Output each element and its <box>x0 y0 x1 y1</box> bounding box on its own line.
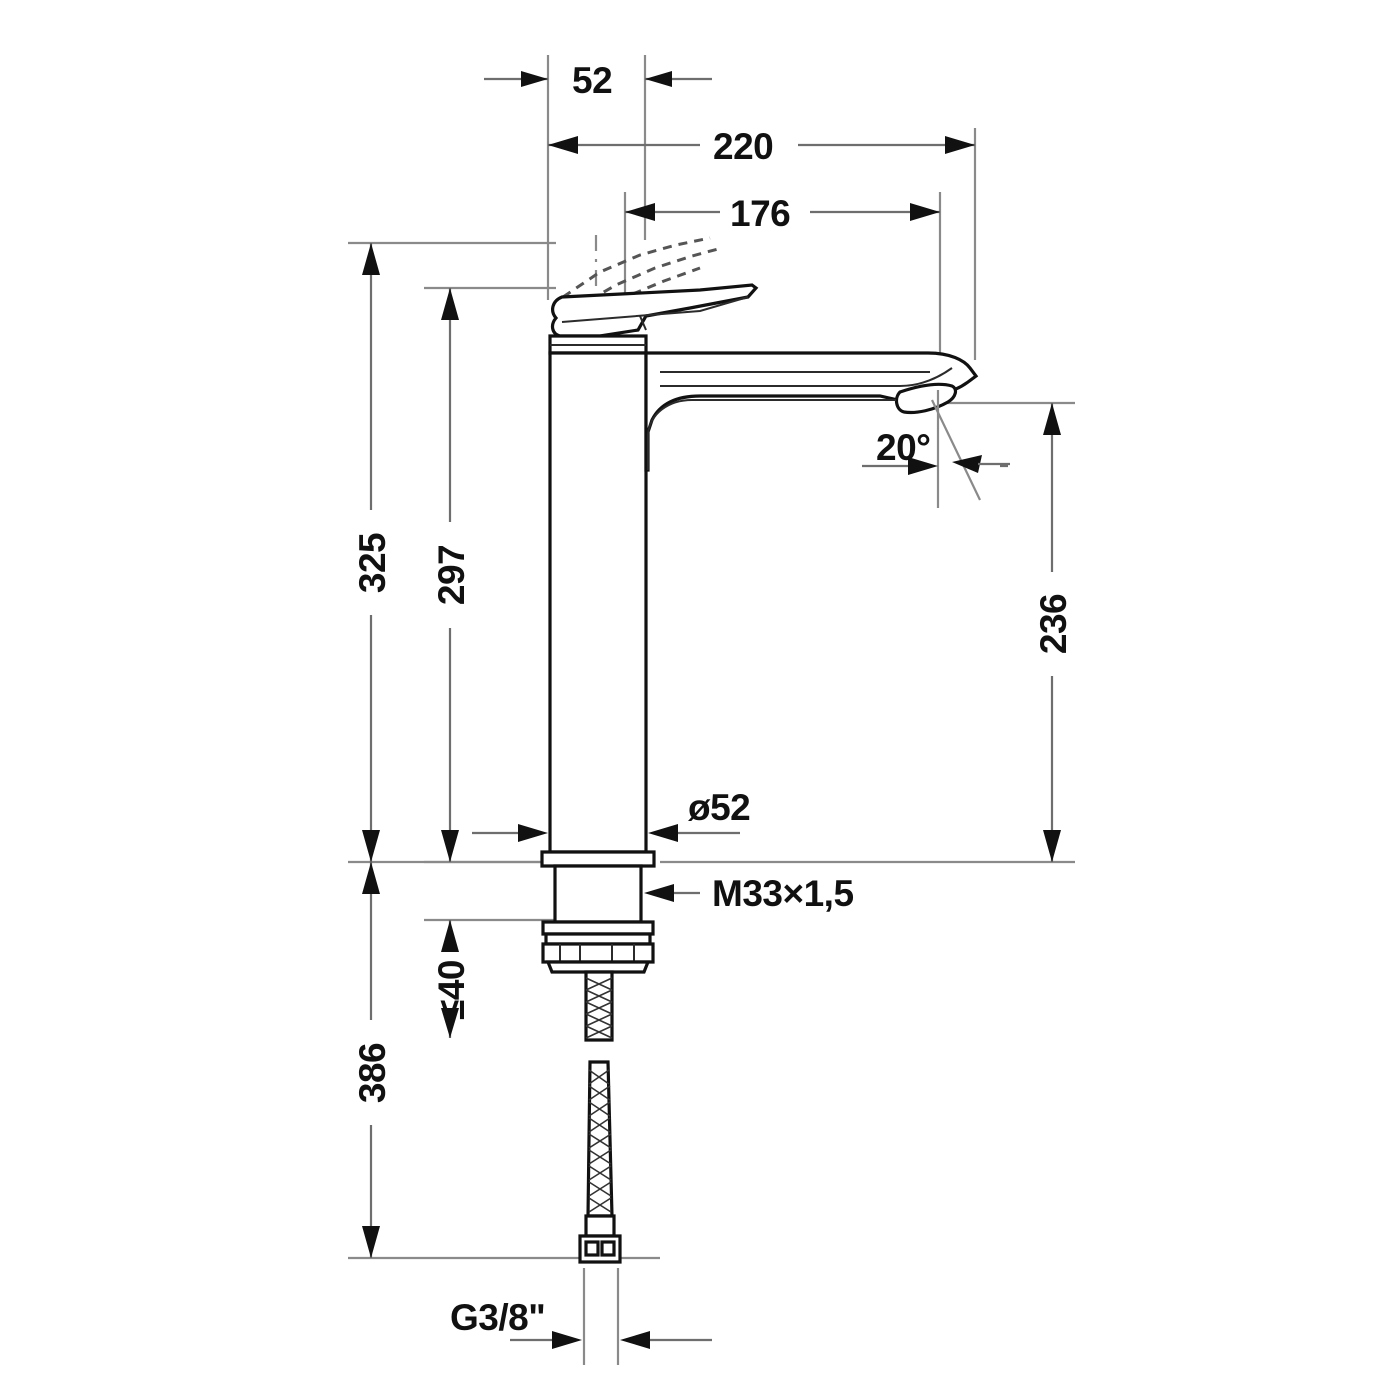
dimension-label-297: 297 <box>431 545 472 605</box>
arrowhead-g38-left <box>552 1331 582 1349</box>
arrowhead-236-top <box>1043 403 1061 435</box>
dimension-label-20deg: 20° <box>876 427 930 468</box>
arrowhead-40-bottom <box>441 1008 459 1038</box>
annotation-diameter-52: ø52 <box>472 787 751 842</box>
arrowhead-40-top <box>441 920 459 952</box>
dimension-52: 52 <box>484 60 712 101</box>
annotation-thread-g38: G3/8" <box>450 1268 712 1365</box>
dimension-label-236: 236 <box>1033 594 1074 654</box>
dimension-label-52: 52 <box>572 60 612 101</box>
arrowhead-52-right <box>645 71 672 87</box>
mounting-nut-assembly <box>541 920 655 974</box>
dimension-label-m33: M33×1,5 <box>712 873 854 914</box>
dimension-label-176: 176 <box>730 193 790 234</box>
column-riser <box>548 351 648 854</box>
arrowhead-20deg-left <box>908 457 938 475</box>
arrowhead-m33 <box>644 884 674 902</box>
arrowhead-20deg-right <box>952 455 982 473</box>
arrowhead-236-bottom <box>1043 830 1061 862</box>
arrowhead-dia52-right <box>648 824 678 842</box>
dimension-label-220: 220 <box>713 126 773 167</box>
arrowhead-176-right <box>910 203 940 221</box>
arrowhead-386-top <box>362 862 380 894</box>
dimension-325: 325 <box>352 243 393 862</box>
arrowhead-220-right <box>945 136 975 154</box>
arrowhead-325-top <box>362 243 380 275</box>
dimension-label-g38: G3/8" <box>450 1297 545 1338</box>
arrowhead-386-bottom <box>362 1226 380 1258</box>
g38-connector-nut <box>578 1234 622 1264</box>
arrowhead-dia52-left <box>518 824 548 842</box>
dimension-label-386: 386 <box>352 1043 393 1103</box>
lever-handle <box>550 283 759 338</box>
dimension-label-325: 325 <box>352 533 393 593</box>
braided-hose-upper <box>584 970 614 1042</box>
column-base-ring <box>540 850 656 868</box>
dimension-label-dia52: ø52 <box>688 787 750 828</box>
arrowhead-176-left <box>625 203 655 221</box>
arrowhead-g38-right <box>620 1331 650 1349</box>
faucet-body <box>540 236 979 1264</box>
braided-hose-lower <box>586 1060 614 1218</box>
spout-outlet-aerator <box>894 382 958 415</box>
hose-ferrule <box>584 1214 616 1238</box>
dimension-297: 297 <box>431 288 472 862</box>
handle-collar <box>548 334 648 355</box>
dimension-236: 236 <box>1033 403 1074 862</box>
dimension-176: 176 <box>625 193 940 234</box>
dimension-40: ≤40 <box>431 920 472 1038</box>
arrowhead-325-bottom <box>362 830 380 862</box>
arrowhead-297-top <box>441 288 459 320</box>
dimension-386: 386 <box>352 862 393 1258</box>
hose-braid-texture-upper <box>585 977 613 1039</box>
annotation-20-degrees: 20° <box>862 390 1010 508</box>
hose-braid-texture-lower <box>588 1069 612 1213</box>
dimension-220: 220 <box>548 126 975 167</box>
dimension-label-40: ≤40 <box>431 960 472 1020</box>
spout-inner-contour <box>647 399 896 470</box>
threaded-shank <box>553 864 643 924</box>
annotation-thread-m33: M33×1,5 <box>644 873 854 914</box>
arrowhead-52-left <box>521 71 548 87</box>
arrowhead-297-bottom <box>441 830 459 862</box>
arrowhead-220-left <box>548 136 578 154</box>
